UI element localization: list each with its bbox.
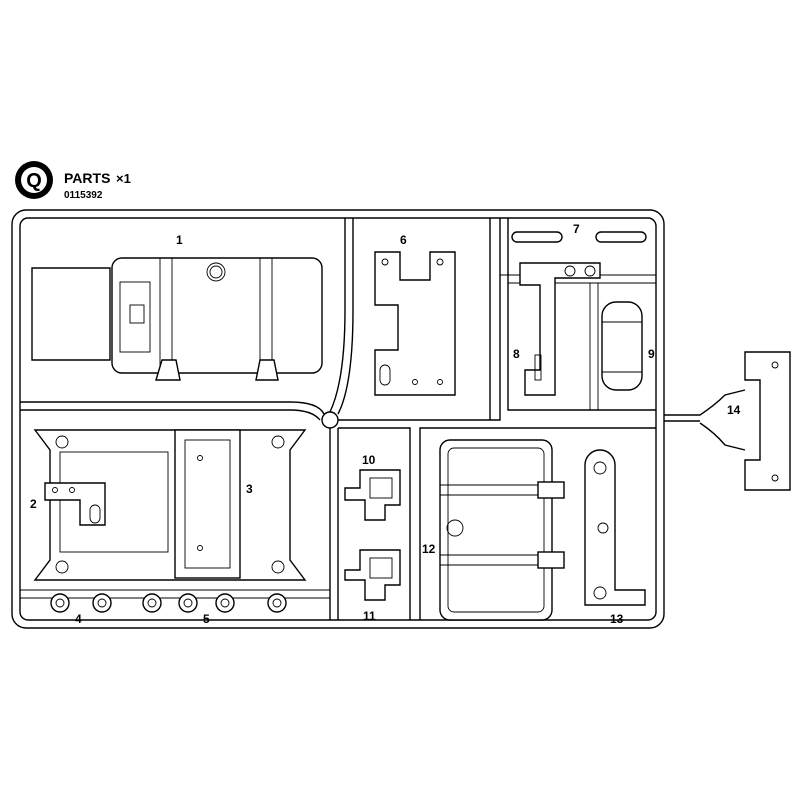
part-9-cylinder	[601, 301, 643, 391]
part-label-2: 2	[30, 497, 37, 511]
part-12-tank	[439, 439, 565, 621]
part-label-1: 1	[176, 233, 183, 247]
part-label-11: 11	[363, 609, 376, 623]
part-label-6: 6	[400, 233, 407, 247]
part-label-10: 10	[362, 453, 376, 467]
part-7-clips	[511, 231, 647, 243]
part-11-bracket	[344, 549, 401, 601]
part-label-8: 8	[513, 347, 520, 361]
tree-letter: Q	[26, 170, 42, 192]
part-number: 0115392	[64, 190, 103, 201]
parts-quantity: ×1	[116, 171, 131, 186]
part-label-5: 5	[203, 612, 210, 626]
part-label-3: 3	[246, 482, 253, 496]
part-3-plate	[33, 429, 307, 581]
part-label-7: 7	[573, 222, 580, 236]
part-13-mount	[584, 449, 646, 606]
part-label-4: 4	[75, 612, 82, 626]
parts-4-5-washers	[50, 593, 287, 613]
part-label-13: 13	[610, 612, 624, 626]
part-label-14: 14	[727, 403, 741, 417]
part-8-bracket	[519, 262, 601, 396]
tree-badge: Q	[15, 161, 53, 199]
runner-frame	[11, 209, 746, 629]
part-14-crossmember	[744, 351, 791, 491]
part-2-bracket	[44, 482, 106, 526]
part-1-fuel-tank	[31, 257, 323, 381]
parts-title: PARTS	[64, 170, 110, 186]
part-label-12: 12	[422, 542, 436, 556]
part-label-9: 9	[648, 347, 655, 361]
part-10-bracket	[344, 469, 401, 521]
part-6-bracket	[374, 251, 456, 396]
